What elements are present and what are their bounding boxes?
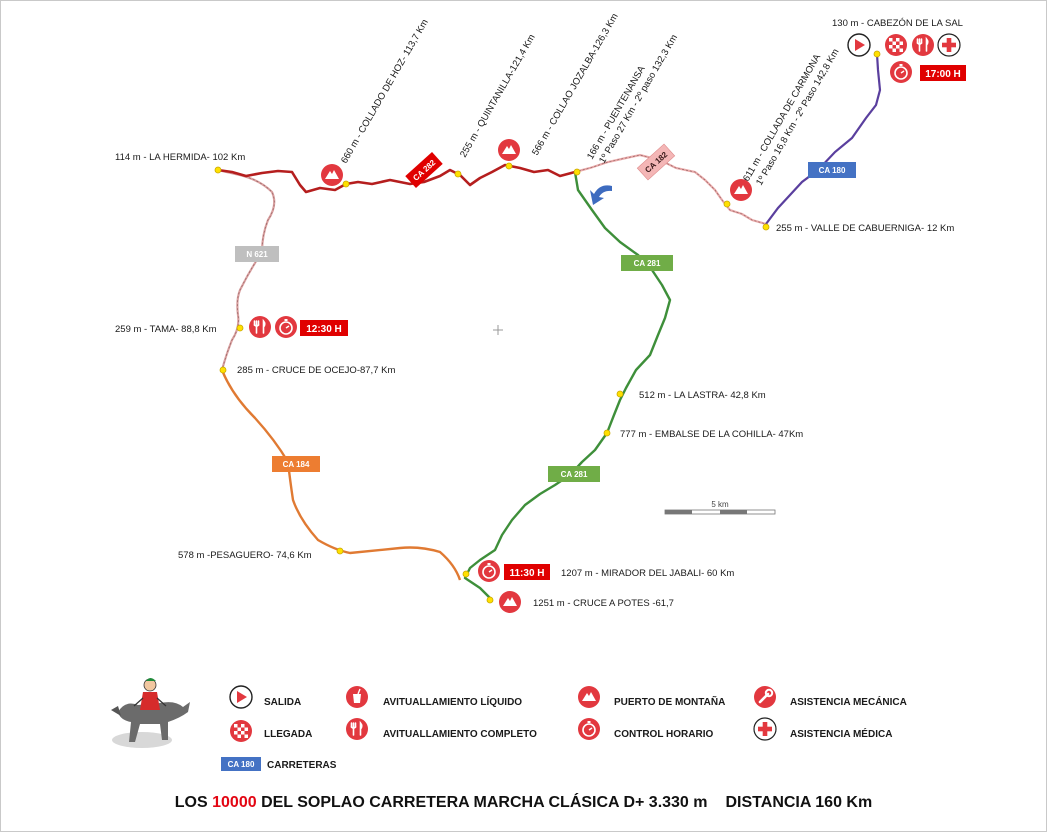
road-ca184-orange	[220, 369, 462, 581]
road-ca180-blue	[765, 53, 882, 225]
legend-carreteras: CARRETERAS	[267, 760, 337, 771]
control-clock-icon	[889, 60, 913, 84]
place-hermida: 114 m - LA HERMIDA- 102 Km	[115, 152, 245, 163]
legend-finish-icon	[230, 720, 252, 742]
waypoint-cabuerniga	[762, 223, 770, 231]
road-badge-ca281-bottom-label: CA 281	[561, 470, 588, 479]
legend-medica: ASISTENCIA MÉDICA	[790, 727, 892, 740]
legend-av-completo: AVITUALLAMIENTO COMPLETO	[383, 729, 537, 740]
road-ca282-red	[217, 163, 576, 194]
title-part2: DEL SOPLAO CARRETERA MARCHA CLÁSICA D+ 3…	[256, 794, 708, 811]
time-badge-jabali: 11:30 H	[504, 564, 550, 580]
place-puentenansa-line2: 1º Paso 27 Km - 2º paso 132,3 Km	[597, 33, 680, 166]
finish-icon	[885, 34, 907, 56]
road-badge-ca184-label: CA 184	[283, 460, 310, 469]
road-badge-ca180: CA 180	[808, 162, 856, 178]
place-hoz: 660 m - COLLADO DE HOZ- 113,7 Km	[339, 17, 431, 165]
waypoint-jozalba	[505, 162, 513, 170]
time-badge-tama: 12:30 H	[300, 320, 348, 336]
waypoint-hermida	[214, 166, 222, 174]
legend-road-badge-label: CA 180	[228, 760, 255, 769]
waypoint-tama	[236, 324, 244, 332]
road-badge-ca281-top: CA 281	[621, 255, 673, 271]
waypoint-cabezon	[873, 50, 881, 58]
legend-road-badge: CA 180	[221, 757, 261, 771]
time-jabali-label: 11:30 H	[509, 568, 544, 579]
legend: SALIDA LLEGADA AVITUALLAMIENTO LÍQUIDO A…	[111, 678, 907, 771]
time-start-label: 17:00 H	[925, 69, 961, 80]
title-part1: LOS	[174, 794, 213, 811]
waypoint-hoz	[342, 180, 350, 188]
medical-icon	[937, 33, 961, 57]
legend-mountain-icon	[578, 686, 600, 708]
place-quintanilla: 255 m - QUINTANILLA-121,4 Km	[458, 32, 538, 159]
place-tama: 259 m - TAMA- 88,8 Km	[115, 324, 217, 335]
place-lastra: 512 m - LA LASTRA- 42,8 Km	[639, 390, 766, 401]
waypoint-quintanilla	[454, 170, 462, 178]
waypoint-puentenansa	[573, 168, 581, 176]
time-tama-label: 12:30 H	[306, 324, 342, 335]
legend-wrench-icon	[752, 684, 778, 710]
waypoint-jabali	[462, 570, 470, 578]
mountain-pass-icon	[499, 591, 521, 613]
time-badge-start: 17:00 H	[920, 65, 966, 81]
control-clock-icon	[477, 559, 501, 583]
legend-start-icon	[229, 685, 253, 709]
crosshair-icon	[493, 325, 503, 335]
direction-arrow-icon	[590, 185, 612, 205]
scale-bar-label: 5 km	[711, 500, 729, 509]
road-ca281-green	[463, 171, 672, 599]
mascot-cyclist-icon	[111, 678, 190, 748]
legend-salida: SALIDA	[264, 697, 301, 708]
food-icon	[248, 315, 272, 339]
place-jabali: 1207 m - MIRADOR DEL JABALI- 60 Km	[561, 568, 734, 579]
waypoints	[214, 50, 881, 604]
waypoint-cohilla	[603, 429, 611, 437]
title-distance: DISTANCIA 160 Km	[725, 794, 873, 811]
title-highlight: 10000	[212, 794, 257, 811]
place-cabuerniga: 255 m - VALLE DE CABUERNIGA- 12 Km	[776, 223, 954, 234]
mountain-pass-icon	[498, 139, 520, 161]
road-badge-ca180-label: CA 180	[819, 166, 846, 175]
road-badge-n621: N 621	[235, 246, 279, 262]
place-cohilla: 777 m - EMBALSE DE LA COHILLA- 47Km	[620, 429, 803, 440]
legend-medic-icon	[753, 717, 777, 741]
mountain-pass-icon	[321, 164, 343, 186]
scale-bar: 5 km	[664, 500, 776, 515]
place-pesaguero: 578 m -PESAGUERO- 74,6 Km	[178, 550, 312, 561]
route-map: CA 282 CA 182 CA 180 N 621 CA 281 CA 281…	[111, 12, 966, 771]
legend-llegada: LLEGADA	[264, 729, 312, 740]
road-badge-ca184: CA 184	[272, 456, 320, 472]
waypoint-potes	[486, 596, 494, 604]
start-icon	[847, 33, 871, 57]
legend-drink-icon	[345, 685, 369, 709]
road-badge-ca281-bottom: CA 281	[548, 466, 600, 482]
page-title: LOS 10000 DEL SOPLAO CARRETERA MARCHA CL…	[0, 794, 1047, 812]
road-n621-pink	[217, 168, 276, 371]
legend-puerto: PUERTO DE MONTAÑA	[614, 695, 725, 708]
road-badge-n621-label: N 621	[246, 250, 268, 259]
waypoint-pesaguero	[336, 547, 344, 555]
road-badge-ca281-top-label: CA 281	[634, 259, 661, 268]
legend-mecanica: ASISTENCIA MECÁNICA	[790, 695, 907, 708]
road-badge-ca182: CA 182	[636, 143, 676, 181]
legend-control: CONTROL HORARIO	[614, 729, 713, 740]
legend-av-liquido: AVITUALLAMIENTO LÍQUIDO	[383, 695, 522, 708]
control-clock-icon	[274, 315, 298, 339]
legend-clock-icon	[577, 717, 601, 741]
road-ca182-pink	[574, 153, 767, 226]
place-cabezon: 130 m - CABEZÓN DE LA SAL	[832, 18, 963, 29]
legend-food-icon	[345, 717, 369, 741]
food-icon	[911, 33, 935, 57]
waypoint-lastra	[616, 390, 624, 398]
place-potes: 1251 m - CRUCE A POTES -61,7	[533, 598, 674, 609]
waypoint-carmona	[723, 200, 731, 208]
waypoint-ocejo	[219, 366, 227, 374]
place-ocejo: 285 m - CRUCE DE OCEJO-87,7 Km	[237, 365, 395, 376]
